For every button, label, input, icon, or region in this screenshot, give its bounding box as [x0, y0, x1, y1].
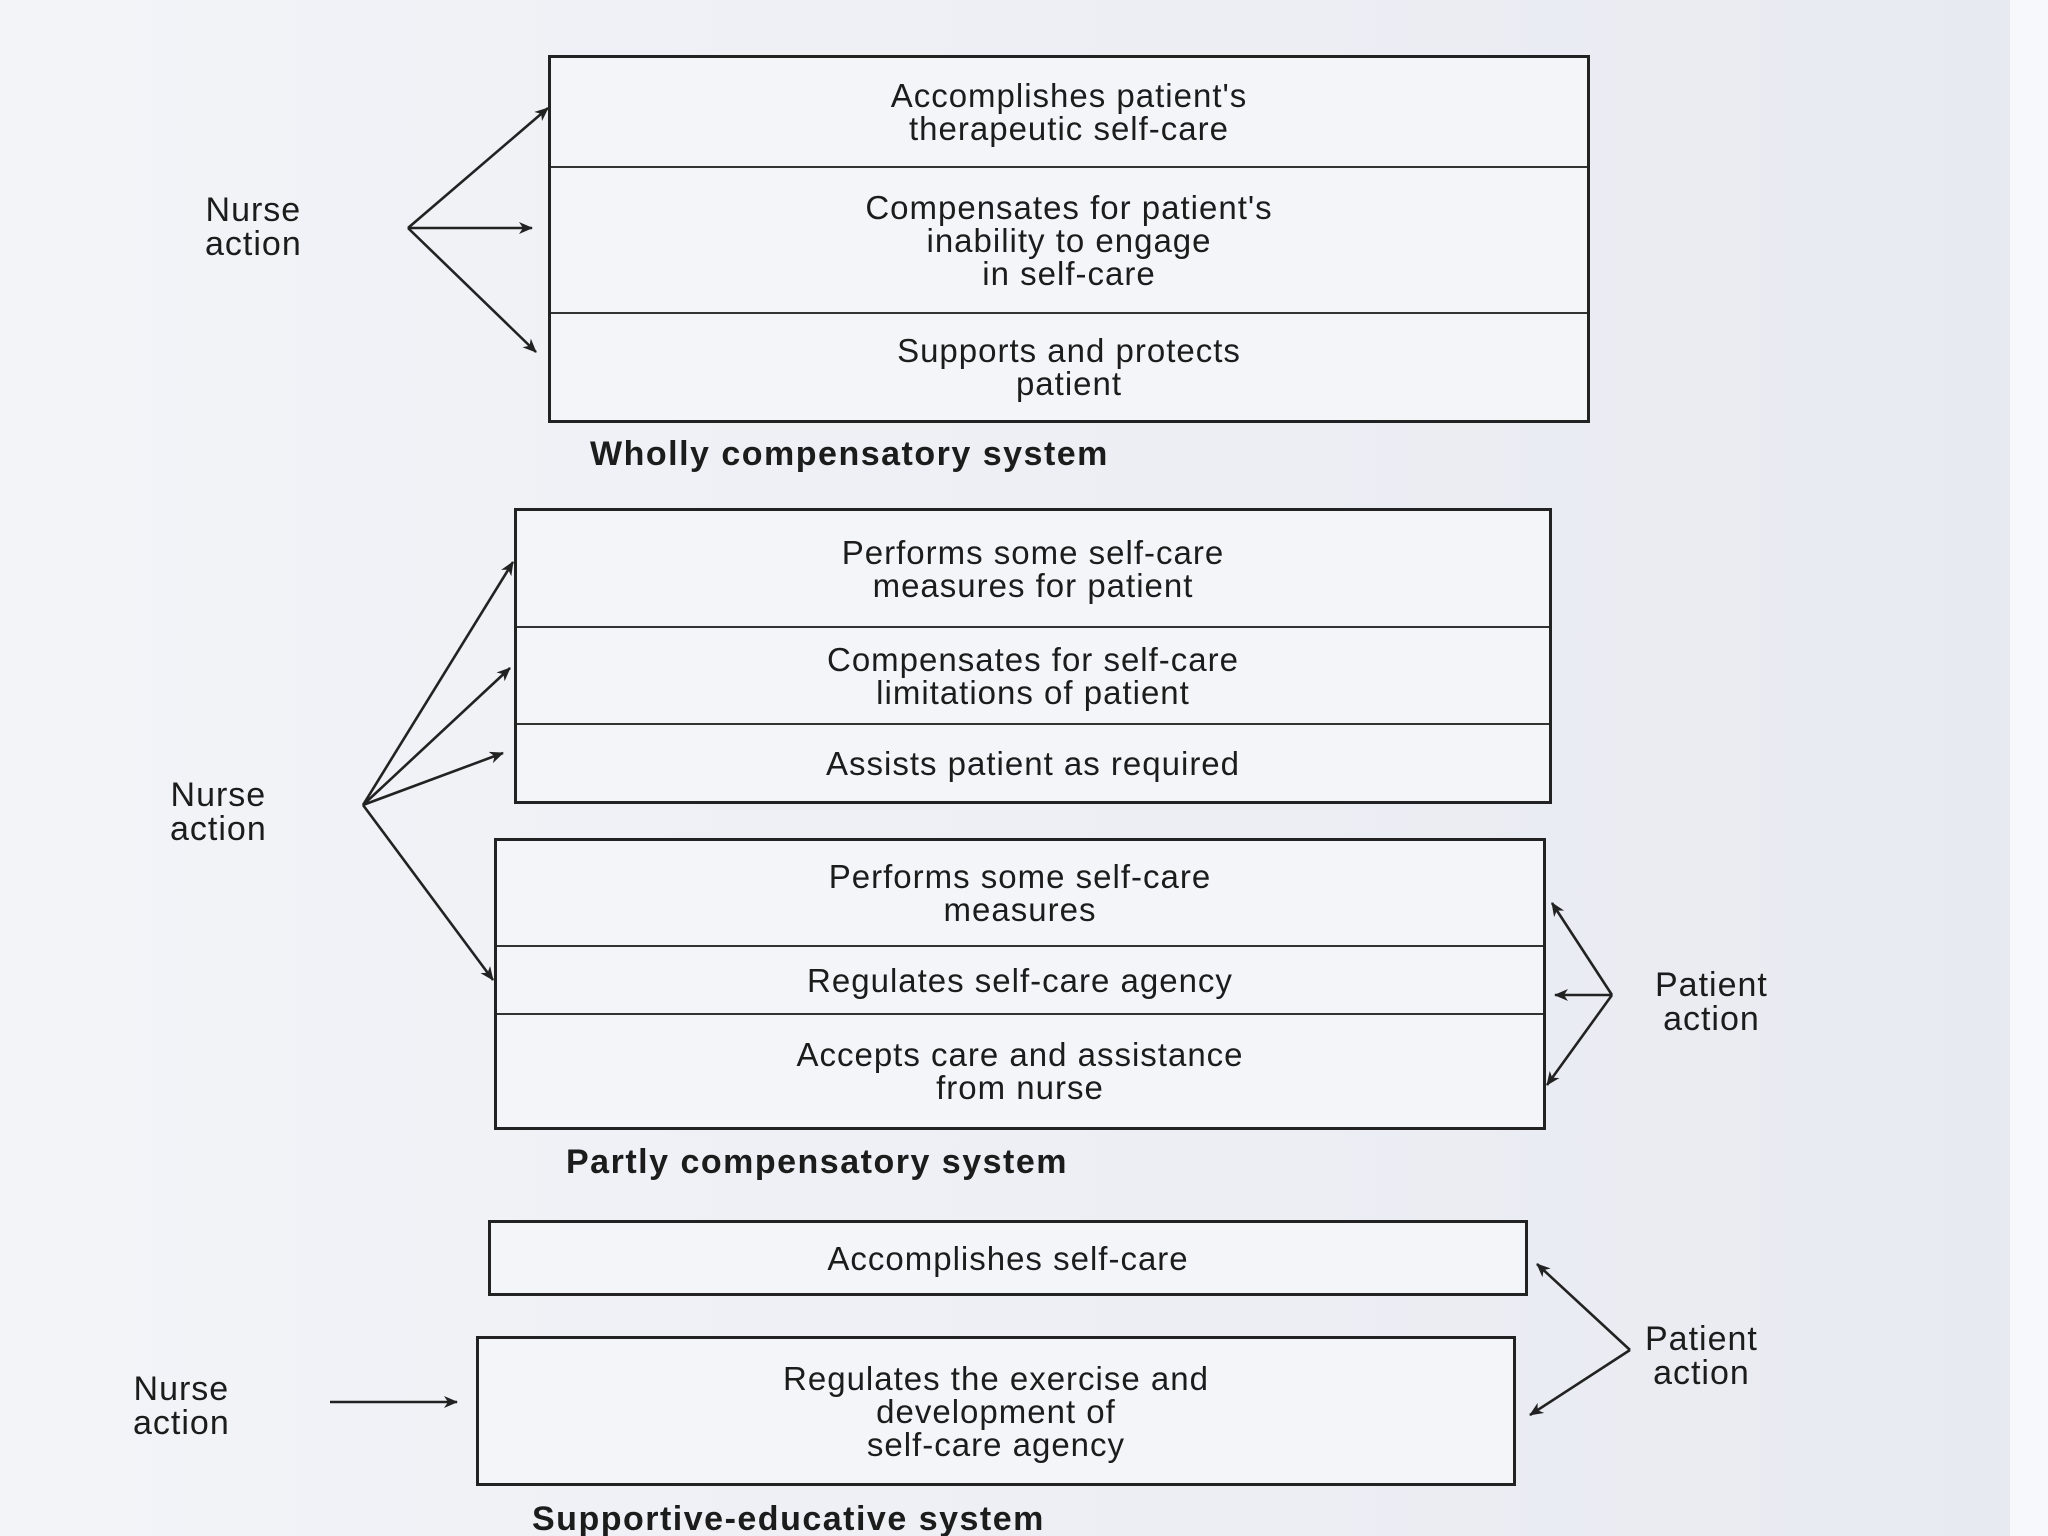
- partly-patient-box: Performs some self-care measures Regulat…: [494, 838, 1546, 1130]
- wholly-nurse-label-line2: action: [205, 225, 302, 263]
- partly-nurse-label-line2: action: [170, 810, 267, 848]
- arrow-partly-4: [361, 804, 495, 981]
- wholly-nurse-label: Nurse action: [205, 193, 302, 261]
- partly-patient-label-line1: Patient: [1655, 966, 1768, 1004]
- partly-nurse-row-2: Compensates for self-care limitations of…: [517, 626, 1549, 723]
- supportive-nurse-label-line1: Nurse: [133, 1370, 230, 1408]
- supportive-caption: Supportive-educative system: [532, 1500, 1045, 1536]
- supportive-patient-label: Patient action: [1645, 1322, 1758, 1390]
- wholly-row-3-text: Supports and protects patient: [897, 332, 1241, 402]
- supportive-row-2: Regulates the exercise and development o…: [479, 1339, 1513, 1483]
- partly-nurse-row-1-text: Performs some self-care measures for pat…: [841, 533, 1225, 604]
- supportive-nurse-label: Nurse action: [133, 1372, 230, 1440]
- supportive-row-2-text: Regulates the exercise and development o…: [783, 1359, 1209, 1463]
- supportive-top-box: Accomplishes self-care: [488, 1220, 1528, 1296]
- arrow-supportive-patient-2: [1529, 1348, 1631, 1417]
- partly-patient-row-1-text: Performs some self-care measures: [828, 858, 1212, 928]
- wholly-row-1-text: Accomplishes patient's therapeutic self-…: [890, 77, 1248, 147]
- arrow-partly-1: [361, 561, 515, 806]
- arrow-wholly-1: [407, 107, 549, 229]
- supportive-bottom-box: Regulates the exercise and development o…: [476, 1336, 1516, 1486]
- wholly-row-3: Supports and protects patient: [551, 312, 1587, 420]
- wholly-compensatory-box: Accomplishes patient's therapeutic self-…: [548, 55, 1590, 423]
- partly-nurse-arrows: [361, 561, 515, 981]
- partly-nurse-row-3: Assists patient as required: [517, 723, 1549, 801]
- partly-patient-row-3-text: Accepts care and assistance from nurse: [796, 1036, 1244, 1106]
- wholly-row-1: Accomplishes patient's therapeutic self-…: [551, 58, 1587, 166]
- partly-patient-arrows: [1545, 902, 1614, 1086]
- arrow-supportive-patient-1: [1536, 1263, 1631, 1351]
- arrow-partly-patient-1: [1550, 902, 1614, 996]
- partly-caption: Partly compensatory system: [566, 1143, 1068, 1181]
- supportive-row-1-text: Accomplishes self-care: [827, 1239, 1189, 1277]
- wholly-nurse-label-line1: Nurse: [205, 191, 302, 229]
- partly-nurse-label-line1: Nurse: [170, 776, 267, 814]
- partly-patient-row-2-text: Regulates self-care agency: [807, 961, 1233, 999]
- partly-nurse-row-3-text: Assists patient as required: [825, 744, 1241, 782]
- wholly-row-2-text: Compensates for patient's inability to e…: [865, 188, 1273, 292]
- wholly-row-2: Compensates for patient's inability to e…: [551, 166, 1587, 312]
- partly-nurse-box: Performs some self-care measures for pat…: [514, 508, 1552, 804]
- wholly-caption: Wholly compensatory system: [590, 435, 1109, 473]
- supportive-row-1: Accomplishes self-care: [491, 1223, 1525, 1293]
- arrow-partly-patient-3: [1545, 994, 1614, 1086]
- partly-nurse-row-2-text: Compensates for self-care limitations of…: [827, 640, 1239, 711]
- page-edge: [2010, 0, 2048, 1536]
- supportive-patient-label-line2: action: [1653, 1354, 1750, 1392]
- partly-nurse-row-1: Performs some self-care measures for pat…: [517, 511, 1549, 626]
- partly-patient-row-3: Accepts care and assistance from nurse: [497, 1013, 1543, 1127]
- arrow-wholly-3: [407, 227, 537, 353]
- partly-patient-label-line2: action: [1663, 1000, 1760, 1038]
- partly-nurse-label: Nurse action: [170, 778, 267, 846]
- supportive-patient-arrows: [1529, 1263, 1631, 1417]
- partly-patient-label: Patient action: [1655, 968, 1768, 1036]
- supportive-patient-label-line1: Patient: [1645, 1320, 1758, 1358]
- partly-patient-row-1: Performs some self-care measures: [497, 841, 1543, 945]
- arrow-partly-2: [362, 667, 511, 806]
- wholly-nurse-arrows: [407, 107, 549, 353]
- partly-patient-row-2: Regulates self-care agency: [497, 945, 1543, 1013]
- supportive-nurse-label-line2: action: [133, 1404, 230, 1442]
- arrow-partly-3: [362, 751, 504, 807]
